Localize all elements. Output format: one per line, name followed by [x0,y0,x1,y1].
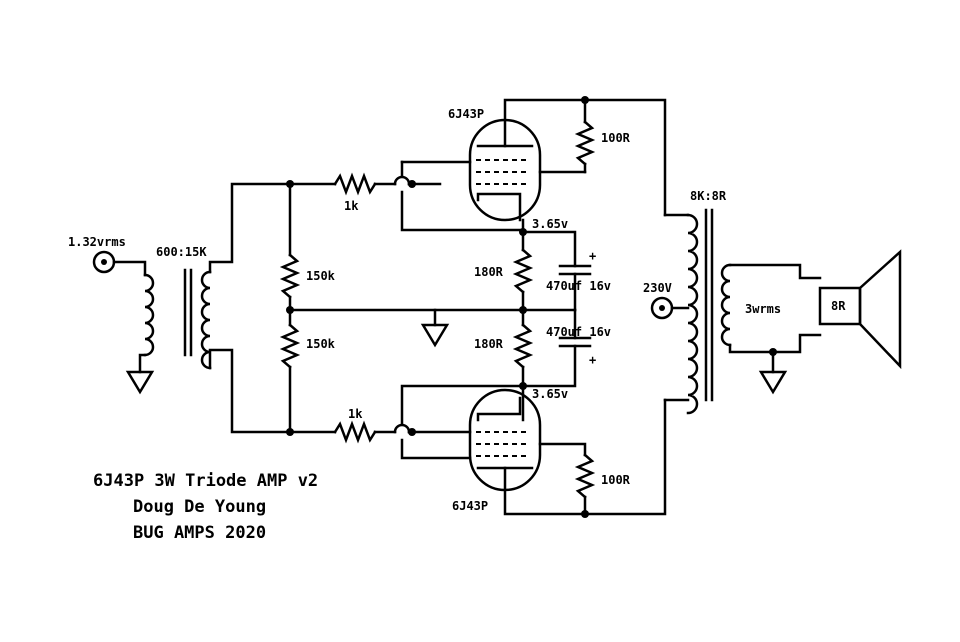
bias-res-top-label: 150k [306,269,336,283]
tube-bot-label: 6J43P [452,499,488,513]
supply-label: 230V [643,281,672,295]
title-line-3: BUG AMPS 2020 [133,523,266,543]
grid-resistor-bottom [333,420,377,444]
grid-resistor-top [333,172,377,196]
cath-res-top-label: 180R [474,265,504,279]
cathode-resistor-top [512,248,534,294]
anode-resistor-top [574,120,596,166]
cap-top-label: 470uf 16v [546,279,611,293]
bias-resistor-bottom [279,323,301,369]
input-transformer [143,268,212,370]
bias-resistor-top [279,253,301,299]
speaker-icon [818,249,902,370]
input-transformer-label: 600:15K [156,245,207,259]
ground-output [758,370,788,395]
grid-res-bot-label: 1k [348,407,363,421]
output-transformer [686,208,732,415]
tube-top-label: 6J43P [448,107,484,121]
cath-res-bot-label: 180R [474,337,504,351]
anode-res-top-label: 100R [601,131,631,145]
anode-res-bot-label: 100R [601,473,631,487]
supply-terminal [650,296,674,320]
ground-bias [420,323,450,348]
grid-res-top-label: 1k [344,199,359,213]
bias-res-bot-label: 150k [306,337,336,351]
cap-bot-label: 470uf 16v [546,325,611,339]
title-line-2: Doug De Young [133,497,266,517]
speaker-label: 8R [831,299,846,313]
cathode-resistor-bottom [512,323,534,369]
input-jack [92,250,116,274]
output-level-label: 3wrms [745,302,781,316]
ground-input [125,370,155,395]
cap-plus-top: + [589,249,596,263]
anode-resistor-bottom [574,453,596,499]
title-line-1: 6J43P 3W Triode AMP v2 [93,471,318,491]
cap-plus-bot: + [589,353,596,367]
cath-volt-top-label: 3.65v [532,217,568,231]
cath-volt-bot-label: 3.65v [532,387,568,401]
input-level-label: 1.32vrms [68,235,126,249]
output-transformer-label: 8K:8R [690,189,727,203]
